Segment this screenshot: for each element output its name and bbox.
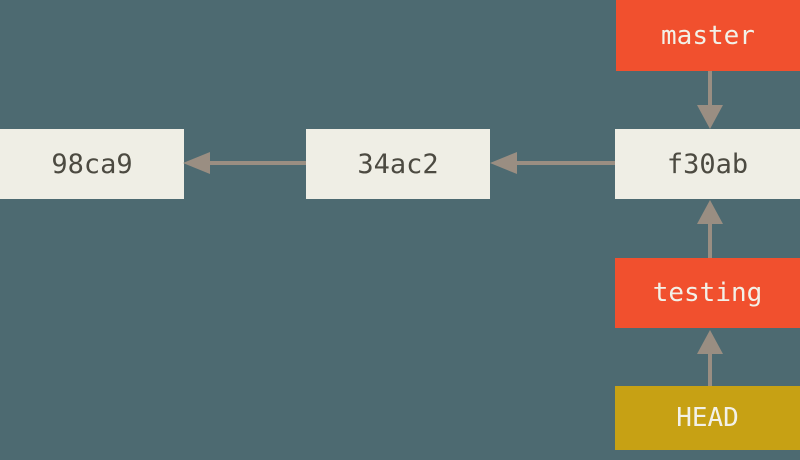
- head-name: HEAD: [676, 403, 739, 433]
- commit-hash: 34ac2: [357, 148, 439, 180]
- commit-hash: 98ca9: [51, 148, 133, 180]
- commit-node-f30ab: f30ab: [615, 129, 800, 199]
- arrow-f30ab-to-34ac2-tail: [512, 161, 615, 165]
- arrow-34ac2-to-98ca9-head-icon: [183, 152, 210, 174]
- arrow-testing-to-f30ab-tail: [708, 222, 712, 258]
- commit-hash: f30ab: [666, 148, 749, 180]
- arrow-master-to-f30ab-tail: [708, 71, 712, 107]
- branch-label-testing: testing: [615, 258, 800, 328]
- head-pointer-label: HEAD: [615, 386, 800, 450]
- arrow-testing-to-f30ab-head-icon: [697, 200, 723, 224]
- arrow-head-to-testing-tail: [708, 352, 712, 386]
- branch-name: testing: [652, 278, 763, 308]
- commit-node-98ca9: 98ca9: [0, 129, 184, 199]
- branch-label-master: master: [616, 0, 800, 71]
- arrow-34ac2-to-98ca9-tail: [210, 161, 306, 165]
- arrow-head-to-testing-head-icon: [697, 330, 723, 354]
- arrow-master-to-f30ab-head-icon: [697, 105, 723, 129]
- arrow-f30ab-to-34ac2-head-icon: [490, 152, 517, 174]
- commit-node-34ac2: 34ac2: [306, 129, 490, 199]
- branch-name: master: [661, 20, 755, 51]
